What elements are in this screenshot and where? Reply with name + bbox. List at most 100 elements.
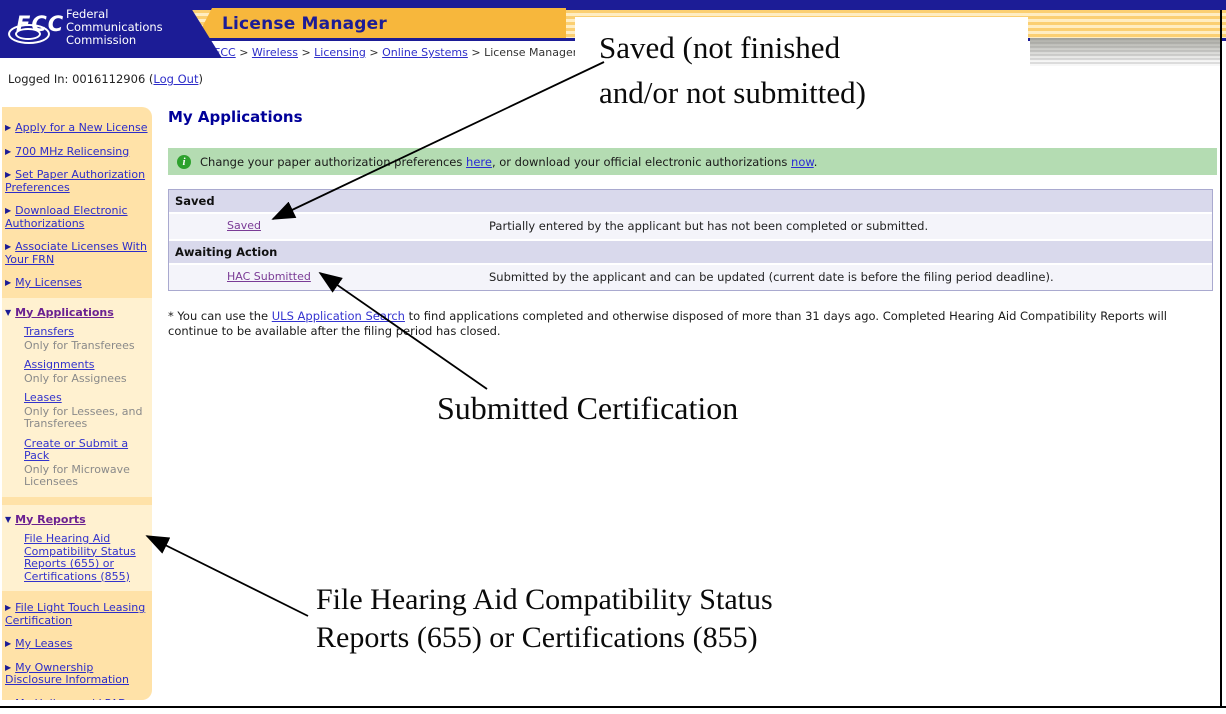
inline-link-now[interactable]: now (791, 154, 814, 169)
window-bottom-border (0, 706, 1226, 708)
sidebar-item-file-light-touch-leasing-certification[interactable]: ▶File Light Touch Leasing Certification (2, 601, 152, 627)
breadcrumb-item-online-systems[interactable]: Online Systems (382, 46, 468, 59)
sidebar-sublink-create-or-submit-a-pack[interactable]: Create or Submit a Pack (24, 436, 129, 462)
text-segment: * You can use the (168, 309, 272, 323)
sidebar-link-my-applications[interactable]: My Applications (15, 305, 114, 319)
breadcrumb-separator: > (297, 46, 315, 59)
chevron-right-icon: ▶ (5, 699, 11, 701)
sidebar-link-my-licenses[interactable]: My Licenses (15, 276, 82, 289)
sidebar-subitem-note: Only for Lessees, and Transferees (24, 404, 143, 430)
table-row: Saved Partially entered by the applicant … (169, 214, 1212, 241)
text-segment: . (813, 154, 818, 169)
sidebar-subitem-note: Only for Transferees (24, 338, 135, 352)
paren: ) (198, 72, 203, 86)
sidebar-sublink-file-hearing-aid-compatibility-status-repo[interactable]: File Hearing Aid Compatibility Status Re… (24, 532, 136, 583)
sidebar-item-my-applications[interactable]: ▼My Applications (2, 305, 152, 320)
fcc-logo-text: FCC (16, 12, 65, 36)
status-cell: Saved (169, 219, 489, 233)
chevron-right-icon: ▶ (5, 603, 12, 612)
chevron-right-icon: ▶ (5, 146, 12, 156)
sidebar-subitem-file-hearing-aid-compatibility-status-repo[interactable]: File Hearing Aid Compatibility Status Re… (24, 532, 148, 583)
sidebar-link-my-ownership-disclosure-information[interactable]: My Ownership Disclosure Information (5, 660, 130, 686)
window-right-border (1220, 10, 1222, 708)
sidebar-item-my-unlicensed-lpad-registrations-including[interactable]: ▶My Unlicensed LPAD Registrations (inclu… (2, 697, 152, 701)
application-status-link-saved[interactable]: Saved (227, 219, 261, 232)
sidebar-sublink-leases[interactable]: Leases (24, 391, 62, 404)
sidebar-item-my-reports[interactable]: ▼My Reports (2, 512, 152, 527)
inline-link-uls-application-search[interactable]: ULS Application Search (271, 309, 405, 323)
breadcrumb: FCC > Wireless > Licensing > Online Syst… (214, 46, 577, 59)
annotation-arrow (145, 535, 309, 617)
chevron-right-icon: ▶ (5, 639, 12, 648)
top-navy-bar (0, 0, 1226, 10)
text-segment: , or download your official electronic a… (491, 154, 792, 169)
annotation-submitted-note: Submitted Certification (437, 390, 739, 426)
sidebar-link-my-reports[interactable]: My Reports (15, 512, 86, 526)
info-icon: i (177, 154, 191, 169)
app-title-tab: License Manager (196, 8, 566, 39)
breadcrumb-item-licensing[interactable]: Licensing (314, 46, 366, 59)
sidebar-item-my-licenses[interactable]: ▶My Licenses (2, 276, 152, 290)
chevron-right-icon: ▶ (5, 242, 12, 251)
sidebar-sublink-transfers[interactable]: Transfers (24, 325, 74, 338)
sidebar-item-700-mhz-relicensing[interactable]: ▶700 MHz Relicensing (2, 144, 152, 159)
table-section-header-saved: Saved (169, 190, 1212, 214)
sidebar-link-set-paper-authorization-preferences[interactable]: Set Paper Authorization Preferences (5, 168, 146, 194)
sidebar-subitem-note: Only for Microwave Licensees (24, 462, 130, 488)
sidebar-item-my-ownership-disclosure-information[interactable]: ▶My Ownership Disclosure Information (2, 660, 152, 687)
chevron-right-icon: ▶ (5, 206, 12, 215)
sidebar-item-associate-licenses-with-your-frn[interactable]: ▶Associate Licenses With Your FRN (2, 240, 152, 266)
annotation-line: Reports (655) or Certifications (855) (316, 621, 758, 654)
status-description: Submitted by the applicant and can be up… (489, 270, 1054, 284)
sidebar-item-set-paper-authorization-preferences[interactable]: ▶Set Paper Authorization Preferences (2, 168, 152, 194)
sidebar-item-apply-for-a-new-license[interactable]: ▶Apply for a New License (2, 121, 152, 135)
sidebar-sublink-assignments[interactable]: Assignments (24, 358, 95, 371)
breadcrumb-separator: > (365, 46, 383, 59)
sidebar-link-700-mhz-relicensing[interactable]: 700 MHz Relicensing (15, 144, 130, 158)
main-content: My Applications i Change your paper auth… (168, 105, 1217, 339)
chevron-down-icon: ▼ (5, 514, 12, 524)
breadcrumb-separator: > (467, 46, 485, 59)
paren: ( (148, 72, 154, 86)
org-line: Federal (66, 7, 109, 21)
org-line: Communications (66, 20, 163, 34)
chevron-right-icon: ▶ (5, 662, 12, 672)
fcc-logo-ring (8, 24, 50, 44)
annotation-hac-note: File Hearing Aid Compatibility Status Re… (316, 581, 773, 657)
org-line: Commission (66, 33, 137, 47)
inline-link-here[interactable]: here (466, 154, 492, 169)
breadcrumb-item-wireless[interactable]: Wireless (251, 46, 298, 59)
sidebar-link-apply-for-a-new-license[interactable]: Apply for a New License (15, 121, 148, 134)
logged-in-label: Logged In: (8, 72, 73, 86)
sidebar-item-download-electronic-authorizations[interactable]: ▶Download Electronic Authorizations (2, 204, 152, 230)
application-status-link-hac-submitted[interactable]: HAC Submitted (227, 270, 311, 283)
chevron-right-icon: ▶ (5, 170, 12, 179)
page-title: My Applications (168, 108, 303, 126)
chevron-down-icon: ▼ (5, 307, 12, 317)
sidebar-subitem-note: Only for Assignees (24, 371, 127, 385)
text-segment: Change your paper authorization preferen… (200, 154, 467, 169)
sidebar-link-file-light-touch-leasing-certification[interactable]: File Light Touch Leasing Certification (5, 601, 146, 627)
fcc-logo-ring (15, 28, 41, 40)
chevron-right-icon: ▶ (5, 123, 12, 132)
annotation-line: File Hearing Aid Compatibility Status (316, 583, 773, 616)
sidebar-link-my-leases[interactable]: My Leases (15, 637, 73, 650)
app-title: License Manager (222, 13, 387, 34)
sidebar-link-my-unlicensed-lpad-registrations-including[interactable]: My Unlicensed LPAD Registrations (includ… (5, 697, 135, 700)
breadcrumb-separator: > (235, 46, 252, 59)
sidebar-item-my-leases[interactable]: ▶My Leases (2, 637, 152, 651)
table-row: HAC Submitted Submitted by the applicant … (169, 265, 1212, 290)
status-description: Partially entered by the applicant but h… (489, 219, 929, 233)
sidebar-link-associate-licenses-with-your-frn[interactable]: Associate Licenses With Your FRN (5, 240, 147, 266)
logged-in-status: Logged In: 0016112906 (Log Out) (8, 72, 203, 86)
breadcrumb-item-license-manager: License Manager (484, 46, 578, 59)
status-cell: HAC Submitted (169, 270, 489, 284)
log-out-link[interactable]: Log Out (153, 72, 199, 86)
sidebar-link-download-electronic-authorizations[interactable]: Download Electronic Authorizations (5, 204, 128, 230)
